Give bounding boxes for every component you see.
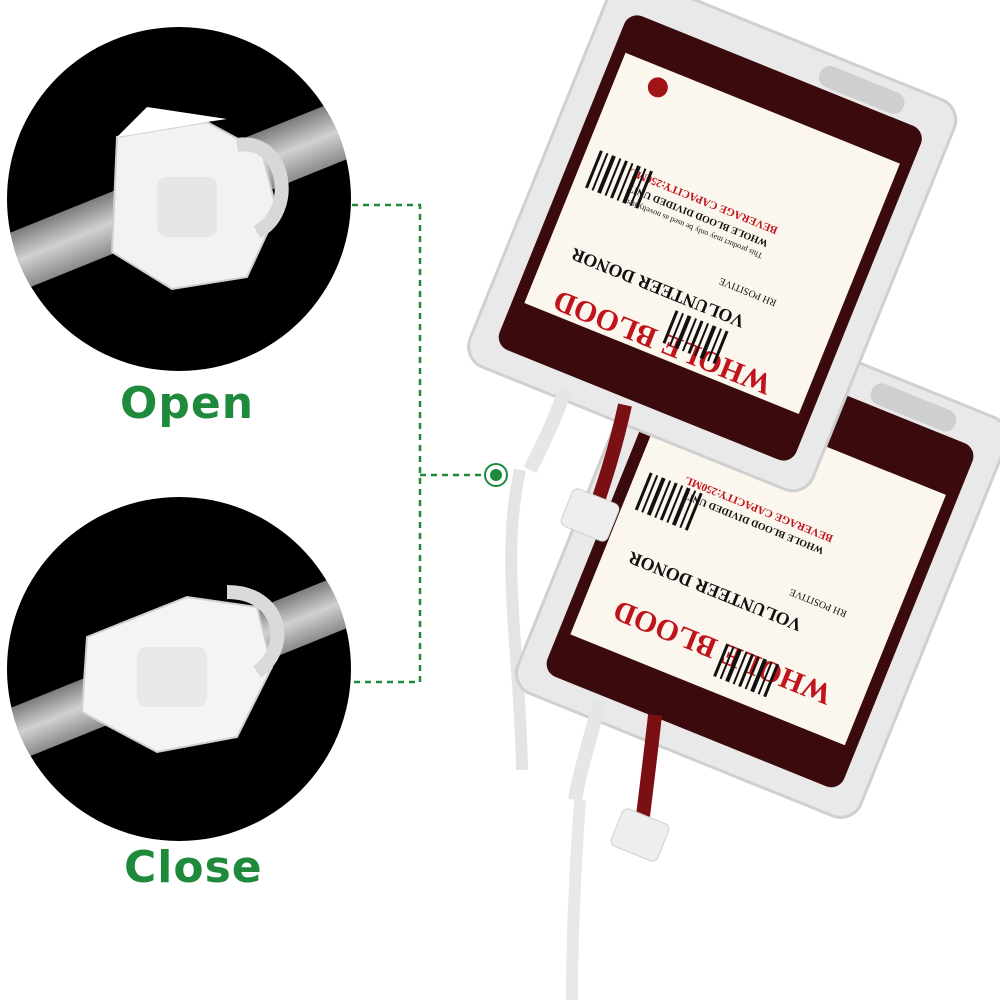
close-caption: Close: [124, 842, 263, 893]
roller-clamp-icon: [7, 558, 351, 772]
barcode-icon: [585, 150, 729, 365]
open-clamp-detail: [7, 27, 351, 371]
close-clamp-detail: [7, 497, 351, 841]
blood-drop-icon: [647, 77, 668, 98]
open-caption: Open: [120, 378, 255, 429]
blood-bag-back: WHOLE BLOOD VOLUNTEER DONOR RH POSITIVE …: [467, 0, 958, 542]
roller-clamp-icon: [7, 83, 351, 303]
